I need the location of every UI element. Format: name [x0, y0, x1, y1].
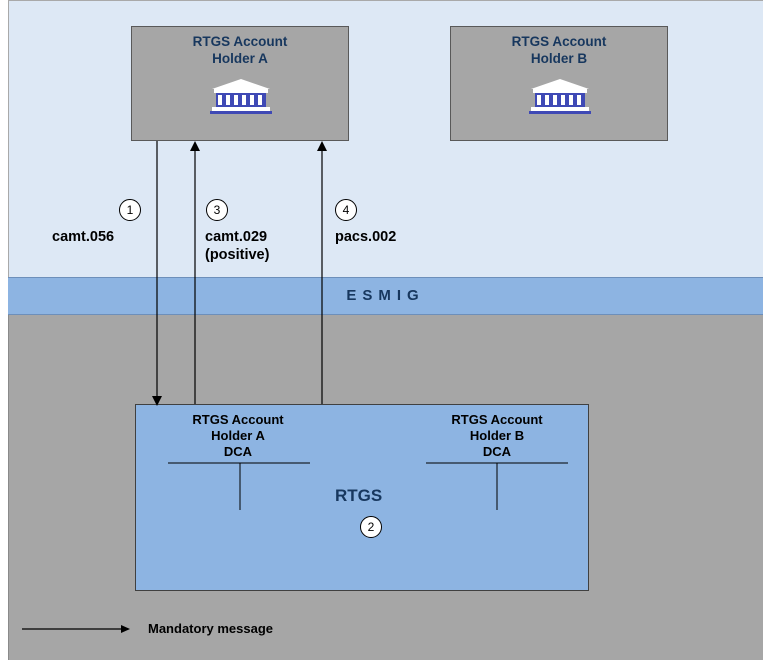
holder-a-box: RTGS Account Holder A	[131, 26, 349, 141]
dca-a-label: RTGS Account Holder A DCA	[158, 412, 318, 460]
dca-a-line3: DCA	[223, 444, 253, 459]
legend-label: Mandatory message	[148, 621, 273, 636]
holder-b-box: RTGS Account Holder B	[450, 26, 668, 141]
step-1-circle: 1	[119, 199, 141, 221]
dca-a-line2: Holder A	[211, 428, 265, 443]
rtgs-label: RTGS	[335, 486, 383, 505]
legend-arrow-head	[121, 625, 130, 633]
esmig-label: ESMIG	[346, 287, 425, 304]
step-2-circle: 2	[360, 516, 382, 538]
message-camt029-name: camt.029	[205, 229, 268, 245]
dca-b-line2: Holder B	[469, 428, 525, 443]
holder-b-title-line1: RTGS Account	[511, 34, 607, 49]
dca-a-line1: RTGS Account	[192, 412, 284, 427]
bank-icon	[210, 79, 272, 114]
dca-b-line3: DCA	[482, 444, 512, 459]
holder-a-title: RTGS Account Holder A	[132, 33, 348, 67]
dca-b-label: RTGS Account Holder B DCA	[417, 412, 577, 460]
message-camt029-note: (positive)	[205, 247, 270, 263]
arrow-pacs002-head	[317, 141, 327, 151]
message-pacs002-name: pacs.002	[335, 229, 397, 245]
step-3-circle: 3	[206, 199, 228, 221]
holder-a-title-line1: RTGS Account	[192, 34, 288, 49]
holder-a-title-line2: Holder A	[212, 51, 268, 66]
message-camt029-label: camt.029 (positive)	[205, 228, 269, 264]
message-pacs002-label: pacs.002	[335, 228, 396, 246]
message-camt056-name: camt.056	[52, 229, 115, 245]
bank-icon	[529, 79, 591, 114]
arrow-camt056-head	[152, 396, 162, 406]
step-4-circle: 4	[335, 199, 357, 221]
message-camt056-label: camt.056	[52, 228, 114, 246]
holder-b-title: RTGS Account Holder B	[451, 33, 667, 67]
arrow-camt029-head	[190, 141, 200, 151]
rtgs-box	[135, 404, 589, 591]
dca-b-line1: RTGS Account	[451, 412, 543, 427]
esmig-band	[8, 277, 763, 315]
holder-b-title-line2: Holder B	[530, 51, 588, 66]
